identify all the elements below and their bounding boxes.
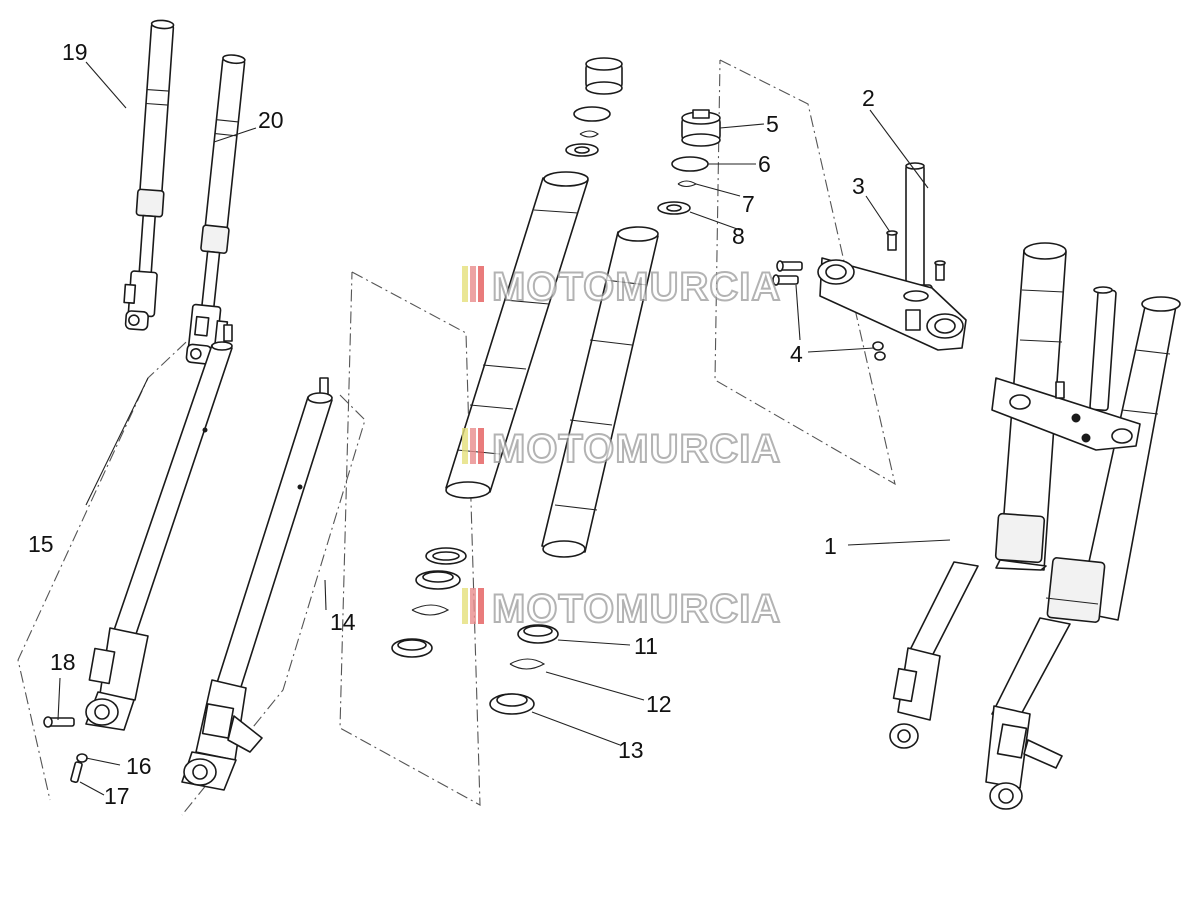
fork-leg-20 [185, 54, 246, 365]
washer-left [565, 143, 599, 157]
callout-11: 11 [634, 633, 658, 659]
fork-leg-19 [123, 19, 175, 331]
seal-11 [517, 624, 559, 644]
fork-assembly-1 [889, 242, 1181, 810]
callout-13: 13 [618, 737, 644, 763]
callout-16: 16 [126, 753, 152, 779]
callout-labels: 19 20 15 18 16 17 14 5 6 7 8 2 3 4 11 12… [28, 39, 875, 809]
callout-leaders [57, 61, 951, 796]
watermark-top: MOTOMURCIA [462, 264, 781, 310]
watermark-stripe [462, 266, 468, 302]
callout-7: 7 [742, 191, 755, 217]
watermark-bottom: MOTOMURCIA [462, 586, 781, 632]
clip-7 [677, 180, 698, 188]
seal-left-d [391, 638, 433, 658]
callout-17: 17 [104, 783, 130, 809]
steering-stem-2 [897, 162, 933, 300]
stanchion-right [541, 226, 659, 558]
watermark-stripe [478, 428, 484, 464]
clip-left [579, 130, 599, 138]
callout-4: 4 [790, 341, 803, 367]
top-cap-5 [681, 109, 721, 147]
o-ring-left [573, 106, 611, 122]
seal-left-b [415, 570, 461, 590]
callout-15: 15 [28, 531, 54, 557]
dust-seal-13 [489, 693, 535, 715]
outer-slider-14 [181, 377, 333, 791]
callout-3: 3 [852, 173, 865, 199]
bolt-18 [43, 716, 75, 728]
watermark-stripe [478, 588, 484, 624]
callout-1: 1 [824, 533, 837, 559]
callout-5: 5 [766, 111, 779, 137]
clip-left-c [411, 604, 450, 616]
callout-19: 19 [62, 39, 88, 65]
callout-8: 8 [732, 223, 745, 249]
clip-12 [509, 658, 546, 670]
callout-2: 2 [862, 85, 875, 111]
ring-left-a [425, 547, 467, 565]
watermark-text: MOTOMURCIA [492, 587, 781, 631]
washer-16 [76, 753, 88, 763]
watermark-stripe [462, 428, 468, 464]
top-cap-left [585, 57, 623, 95]
callout-18: 18 [50, 649, 76, 675]
watermark-text: MOTOMURCIA [492, 427, 781, 471]
washer-8 [657, 201, 691, 215]
callout-12: 12 [646, 691, 672, 717]
watermark-stripe [470, 588, 476, 624]
callout-14: 14 [330, 609, 356, 635]
stanchion-left [445, 171, 589, 499]
stud-3 [886, 230, 946, 281]
watermark-stripe [470, 428, 476, 464]
callout-20: 20 [258, 107, 284, 133]
upper-triple-clamp [817, 257, 967, 351]
bolt-17 [70, 761, 83, 784]
watermark-text: MOTOMURCIA [492, 265, 781, 309]
watermark-middle: MOTOMURCIA [462, 426, 781, 472]
callout-6: 6 [758, 151, 771, 177]
bolts-4 [772, 260, 886, 361]
watermark-stripe [470, 266, 476, 302]
o-ring-6 [671, 156, 709, 172]
outer-slider-15 [85, 324, 233, 731]
watermark-stripe [462, 588, 468, 624]
watermark-stripe [478, 266, 484, 302]
